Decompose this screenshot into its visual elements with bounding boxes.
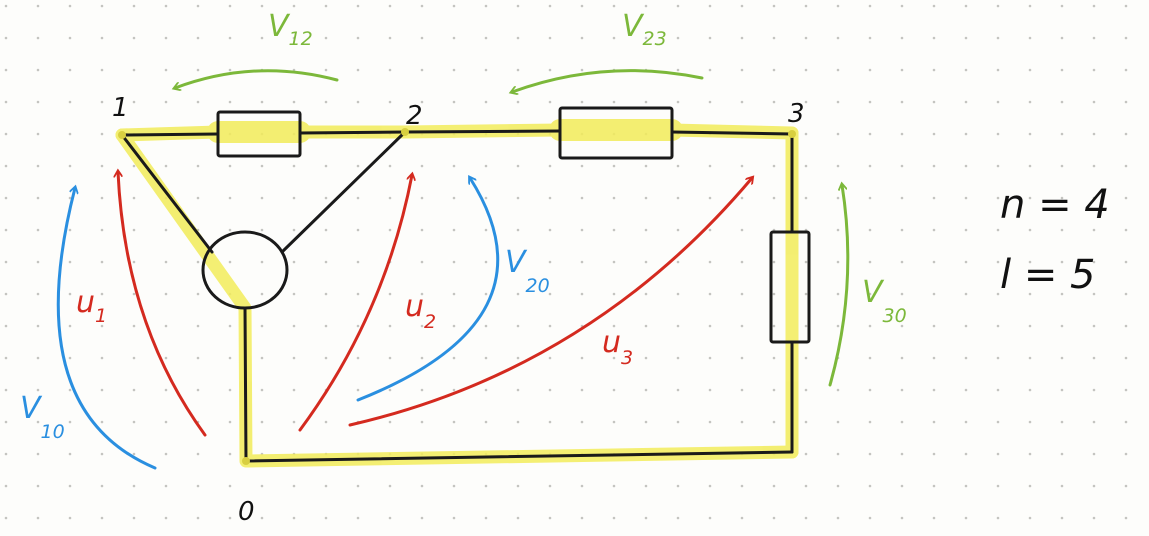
wire-node2-to-source — [280, 130, 407, 254]
arrow-v23 — [512, 69, 704, 92]
wire-source-to-node0 — [243, 306, 248, 463]
node-labels: 1 2 3 0 — [112, 93, 805, 527]
arrow-v10 — [56, 188, 157, 470]
wire-node1-to-source — [120, 133, 214, 254]
arrow-u2 — [298, 175, 412, 432]
node-label-2: 2 — [406, 101, 423, 131]
branch-voltage-arrows — [118, 172, 752, 437]
label-v30: V30 — [862, 275, 907, 327]
node-label-0: 0 — [238, 497, 255, 527]
series-voltage-arrows — [175, 69, 850, 387]
circuit-parameters: n = 4 l = 5 — [1000, 182, 1110, 298]
label-v20: V20 — [505, 245, 550, 297]
node-dot-2 — [401, 128, 409, 136]
series-voltage-labels: V12 V23 V30 — [268, 9, 907, 327]
wire-top-1-to-r12 — [120, 132, 220, 137]
node-dot-1 — [118, 131, 126, 139]
node-label-3: 3 — [788, 99, 805, 129]
node-dot-0 — [242, 457, 250, 465]
label-v10: V10 — [20, 391, 65, 443]
label-u1: u1 — [76, 285, 107, 327]
arrow-v20 — [356, 178, 500, 402]
wire-top-r23-to-3 — [670, 130, 794, 136]
arrow-u3 — [348, 178, 752, 427]
param-n: n = 4 — [1000, 182, 1110, 228]
wire-top-r12-to-2-to-r23 — [298, 129, 562, 135]
resistor-30 — [769, 230, 811, 344]
wire-bottom — [244, 450, 794, 463]
arrow-u1 — [118, 172, 207, 437]
node-dot-3 — [788, 130, 796, 138]
label-u3: u3 — [602, 325, 633, 369]
label-v12: V12 — [268, 9, 313, 50]
branch-voltage-labels: u1 u2 u3 — [76, 285, 633, 369]
param-l: l = 5 — [1000, 252, 1096, 298]
arrow-v12 — [175, 69, 339, 88]
node-voltage-labels: V10 V20 — [20, 245, 550, 443]
node-label-1: 1 — [112, 93, 129, 123]
arrow-v30 — [828, 185, 850, 387]
node-voltage-arrows — [56, 178, 500, 470]
label-u2: u2 — [405, 289, 436, 333]
node-dots — [118, 128, 796, 465]
label-v23: V23 — [622, 9, 667, 50]
